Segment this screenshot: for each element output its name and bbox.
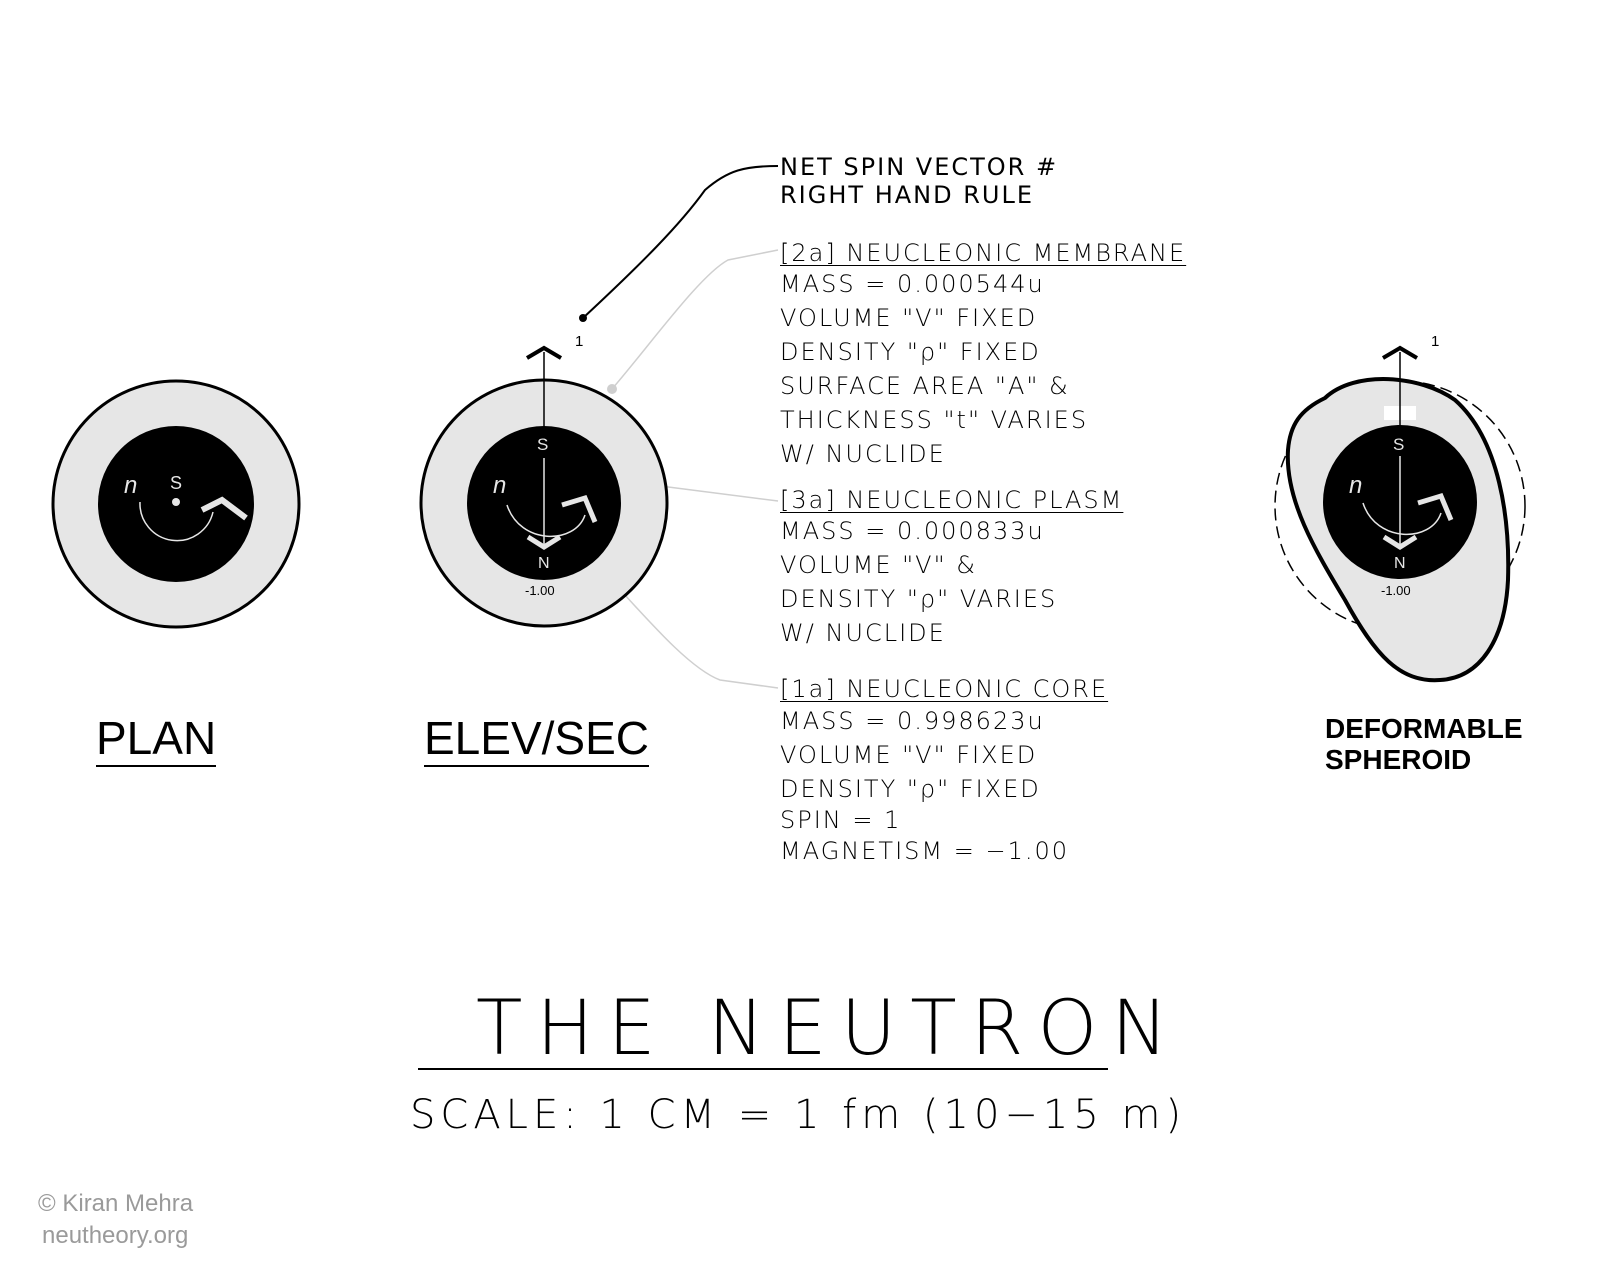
core-line: SPIN = 1	[780, 806, 902, 834]
core-line: DENSITY "ρ" FIXED	[780, 775, 1041, 803]
membrane-line: SURFACE AREA "A" &	[780, 372, 1070, 400]
plasm-line: W/ NUCLIDE	[780, 619, 946, 647]
plasm-line: VOLUME "V" &	[780, 551, 977, 579]
core-line: MASS = 0.998623u	[780, 707, 1045, 735]
membrane-leader	[611, 249, 779, 390]
reference-sphere-outline	[1274, 380, 1526, 632]
spin-vector-note-line2: RIGHT HAND RULE	[780, 181, 1034, 209]
core-heading: [1a] NEUCLEONIC CORE	[780, 677, 1108, 701]
spin-vector-leader-dot	[579, 314, 587, 322]
deformable-core-letter: n	[1349, 472, 1363, 499]
elev-pole-top-label: S	[537, 435, 549, 454]
deformable-spin-vector-arrowhead	[1381, 345, 1419, 360]
plan-pole-dot	[172, 498, 180, 506]
copyright-line1: © Kiran Mehra	[38, 1190, 194, 1217]
deformable-view	[1274, 345, 1526, 683]
membrane-line: MASS = 0.000544u	[780, 270, 1045, 298]
core-heading-text: [1a] NEUCLEONIC CORE	[780, 675, 1109, 703]
copyright-line2: neutheory.org	[42, 1222, 189, 1249]
plasm-line: MASS = 0.000833u	[780, 517, 1045, 545]
elev-spin-label: 1	[575, 333, 584, 350]
drawing-scale: SCALE: 1 CM = 1 fm (10−15 m)	[410, 1092, 1187, 1138]
deformable-north-arrowhead	[1382, 534, 1418, 550]
deformable-pole-bottom-label: N	[1394, 555, 1406, 572]
plasm-line: DENSITY "ρ" VARIES	[780, 585, 1058, 613]
elev-pole-bottom-label: N	[538, 555, 550, 572]
drawing-title: THE NEUTRON	[476, 983, 1183, 1072]
plan-core-letter: n	[124, 472, 138, 499]
core-line: MAGNETISM = −1.00	[780, 837, 1070, 865]
core-line: VOLUME "V" FIXED	[780, 741, 1038, 769]
plan-spin-arrowhead	[200, 496, 248, 521]
deformable-spin-arc	[1362, 502, 1442, 535]
membrane-line: VOLUME "V" FIXED	[780, 304, 1038, 332]
elev-core-letter: n	[493, 472, 507, 499]
elev-spin-arrowhead	[561, 494, 598, 523]
plasm-heading-text: [3a] NEUCLEONIC PLASM	[780, 486, 1124, 514]
plan-view	[51, 379, 301, 629]
membrane-heading: [2a] NEUCLEONIC MEMBRANE	[780, 241, 1186, 265]
spin-vector-note-line1: NET SPIN VECTOR #	[780, 153, 1059, 181]
spin-vector-leader	[582, 165, 779, 319]
elev-spin-arc	[506, 504, 586, 537]
membrane-line: W/ NUCLIDE	[780, 440, 946, 468]
elev-north-arrowhead	[526, 534, 562, 550]
membrane-line: THICKNESS "t" VARIES	[780, 406, 1089, 434]
elev-magnetism-label: -1.00	[525, 583, 555, 598]
plan-spin-arc	[139, 501, 214, 542]
deformable-spin-arrowhead	[1417, 492, 1454, 521]
plan-view-label: PLAN	[96, 715, 217, 767]
elev-view-label: ELEV/SEC	[424, 715, 649, 767]
deformable-view-label-line1: DEFORMABLE	[1325, 713, 1523, 744]
deformable-spin-label: 1	[1431, 333, 1440, 350]
deformable-view-label-line2: SPHEROID	[1325, 744, 1472, 775]
deformable-pole-top-label: S	[1393, 435, 1405, 454]
membrane-heading-text: [2a] NEUCLEONIC MEMBRANE	[780, 239, 1187, 267]
plasm-heading: [3a] NEUCLEONIC PLASM	[780, 488, 1123, 512]
membrane-line: DENSITY "ρ" FIXED	[780, 338, 1041, 366]
plan-pole-label: S	[170, 473, 183, 493]
elev-view	[419, 345, 669, 628]
deformable-magnetism-label: -1.00	[1381, 583, 1411, 598]
elev-spin-vector-arrowhead	[525, 345, 563, 360]
membrane-leader-dot	[607, 384, 617, 394]
